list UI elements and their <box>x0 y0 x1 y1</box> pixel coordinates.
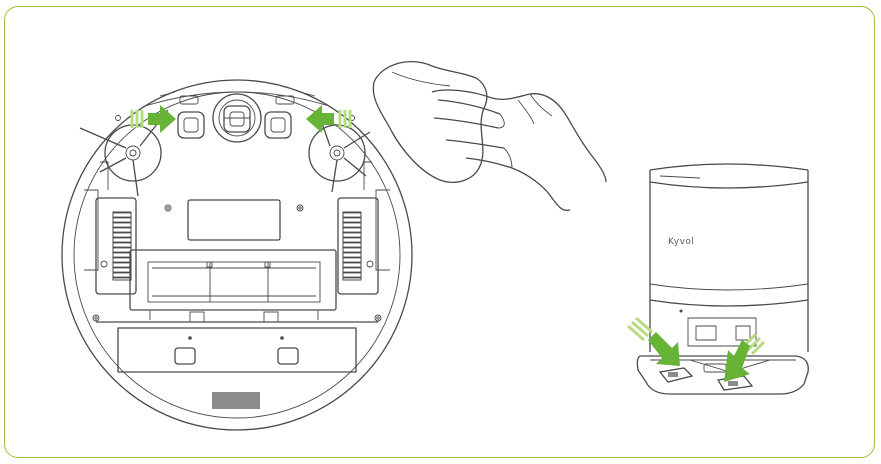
arrow-icon-right-brush <box>306 105 350 133</box>
cliff-sensor-left <box>178 112 204 138</box>
drive-wheel-right <box>338 198 378 294</box>
battery-cover <box>188 200 280 240</box>
arrow-icon-dock-left <box>628 318 680 366</box>
cliff-sensor-right <box>265 112 291 138</box>
dustbin-panel <box>96 322 378 372</box>
front-caster-wheel <box>213 94 261 142</box>
arrow-icon-dock-right <box>724 334 764 382</box>
main-brush-housing <box>130 250 336 322</box>
robot-vacuum-underside <box>62 80 412 430</box>
serial-label-plate <box>212 392 260 409</box>
dock-brand-label: Kyvol <box>668 237 694 247</box>
hand-wiping-icon <box>373 62 606 211</box>
dock-charging-contact-left <box>660 368 692 382</box>
